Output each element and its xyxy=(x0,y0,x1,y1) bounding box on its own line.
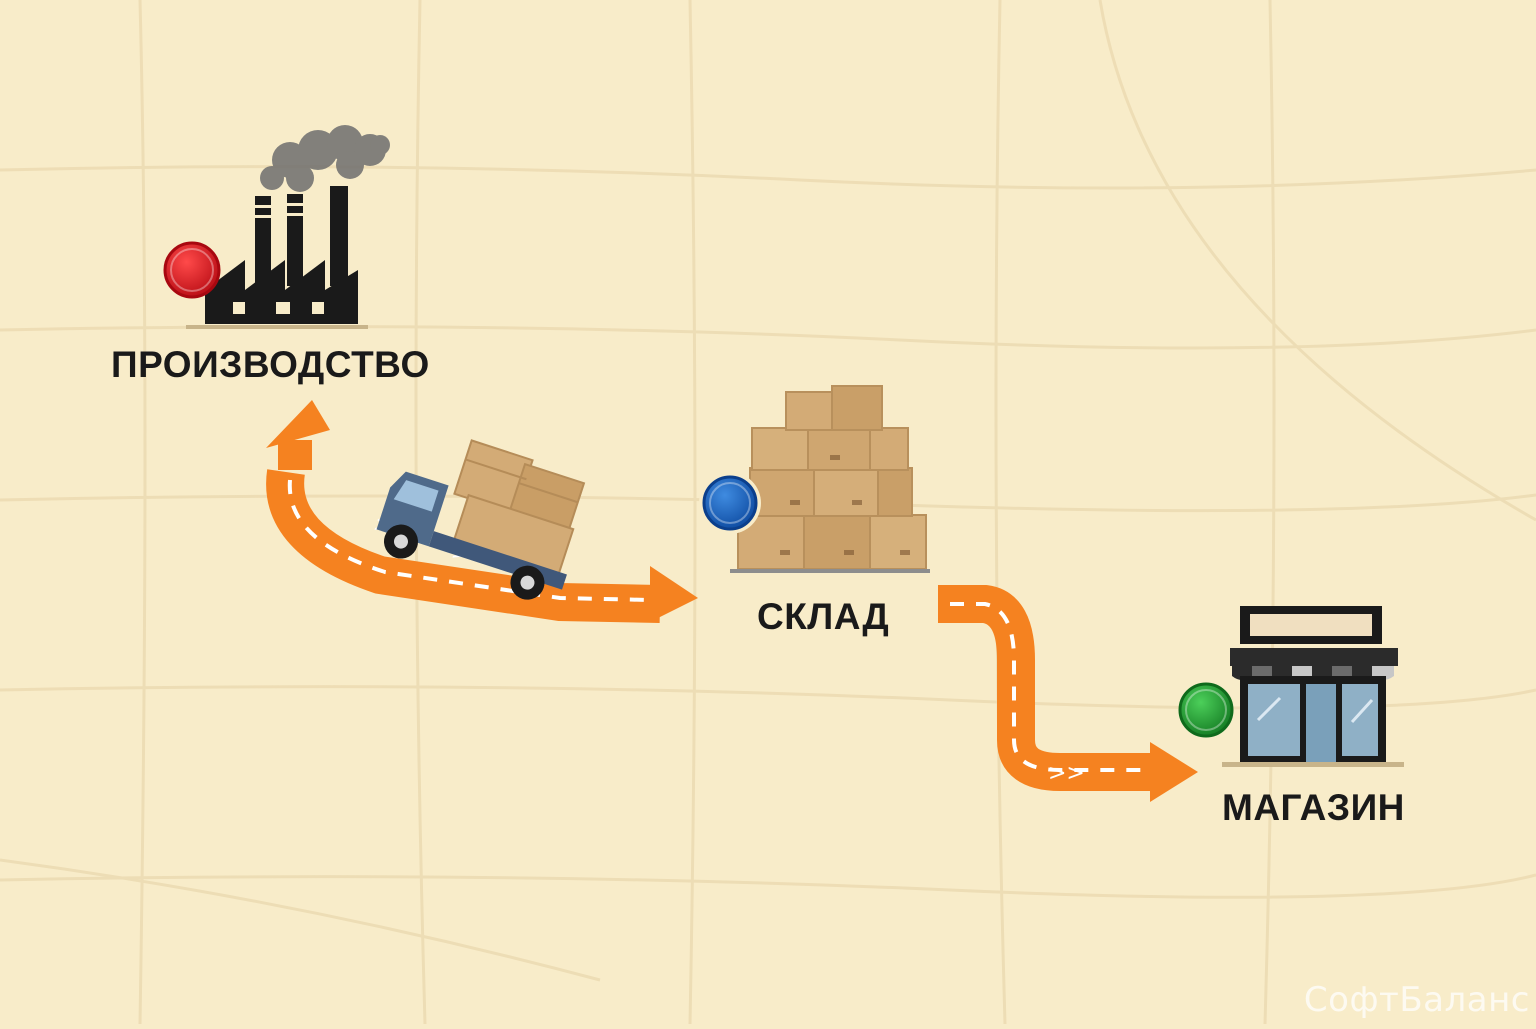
warehouse-label: СКЛАД xyxy=(757,596,890,637)
store-marker xyxy=(1178,682,1234,738)
svg-text:>>: >> xyxy=(1048,761,1085,786)
arrowhead-right xyxy=(650,566,698,622)
production-marker xyxy=(163,241,221,299)
store-icon xyxy=(1222,606,1404,767)
truck-icon xyxy=(376,439,586,600)
store-label: МАГАЗИН xyxy=(1222,787,1405,828)
boxes-icon xyxy=(730,385,930,573)
factory-icon xyxy=(186,125,390,329)
watermark-logo: СофтБаланс xyxy=(1303,980,1530,1020)
arrowhead-up xyxy=(266,400,330,448)
route-warehouse-store: >> xyxy=(938,585,1198,802)
warehouse-marker xyxy=(699,472,761,534)
arrowhead-right xyxy=(1150,742,1198,802)
production-label: ПРОИЗВОДСТВО xyxy=(111,344,430,385)
